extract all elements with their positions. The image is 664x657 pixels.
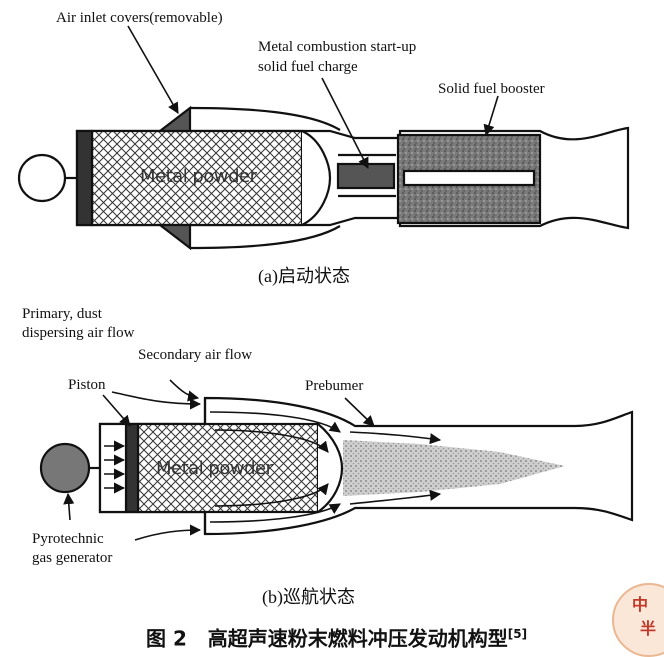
top-casing-outline <box>75 126 630 230</box>
stamp-char-1: 中 <box>632 595 649 614</box>
top-piston <box>75 129 94 227</box>
label-primary-air-line1: Primary, dust <box>22 306 102 322</box>
label-bottom-metal-powder: Metal powder <box>156 458 273 479</box>
bottom-gas-generator-circle <box>39 442 91 494</box>
label-air-inlet-covers: Air inlet covers(removable) <box>56 10 223 26</box>
figure-number: 图 2 <box>146 626 187 651</box>
label-startup-charge-line1: Metal combustion start-up <box>258 39 417 55</box>
top-inlet-cover-top <box>156 105 192 133</box>
top-gas-generator-circle <box>17 153 67 203</box>
top-engine <box>17 105 630 251</box>
bottom-combustion-plume <box>343 440 565 496</box>
label-primary-air-line2: dispersing air flow <box>22 325 135 341</box>
top-inlet-cover-bottom <box>156 223 192 251</box>
top-startup-charge <box>336 162 396 190</box>
top-leaders <box>127 25 499 169</box>
bottom-engine <box>39 396 634 536</box>
figure-citation: [5] <box>507 627 528 641</box>
label-pyrotechnic-line1: Pyrotechnic <box>32 531 104 547</box>
watermark-stamp: 中 半 <box>612 583 664 657</box>
label-startup-charge-line2: solid fuel charge <box>258 59 358 75</box>
bottom-piston <box>124 422 140 514</box>
label-piston: Piston <box>68 377 106 393</box>
caption-b: (b)巡航状态 <box>262 587 355 607</box>
figure-caption: 图 2 高超声速粉末燃料冲压发动机构型[5] <box>146 622 527 651</box>
label-solid-fuel-booster: Solid fuel booster <box>438 81 545 97</box>
label-top-metal-powder: Metal powder <box>140 166 257 187</box>
bottom-flow-arrows <box>63 379 442 541</box>
label-preburner: Prebumer <box>305 378 364 394</box>
caption-a: (a)启动状态 <box>258 266 350 286</box>
bottom-casing-outline <box>98 396 634 536</box>
stamp-char-2: 半 <box>640 619 657 638</box>
label-secondary-air-flow: Secondary air flow <box>138 347 253 363</box>
label-pyrotechnic-line2: gas generator <box>32 550 113 566</box>
figure-title: 高超声速粉末燃料冲压发动机构型 <box>207 626 508 651</box>
top-metal-powder-charge <box>90 129 304 227</box>
